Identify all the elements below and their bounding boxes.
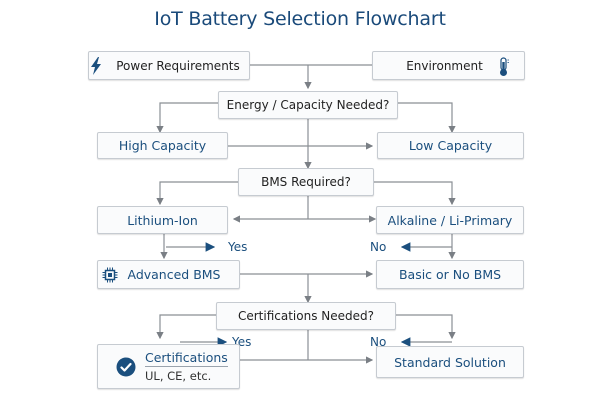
standard-solution-label: Standard Solution	[394, 354, 506, 370]
checkmark-circle-icon	[116, 357, 136, 377]
advanced-bms-label: Advanced BMS	[127, 267, 221, 282]
bms-required-question-node[interactable]: BMS Required?	[238, 168, 374, 196]
low-capacity-label: Low Capacity	[408, 138, 493, 153]
lithium-ion-label: Lithium-Ion	[127, 212, 198, 228]
certifications-sublabel: UL, CE, etc.	[145, 369, 212, 383]
basic-or-no-bms-node[interactable]: Basic or No BMS	[376, 260, 524, 289]
certifications-question-label: Certifications Needed?	[237, 309, 375, 323]
edge-bms-alkaline	[374, 181, 456, 206]
certifications-label: Certifications	[145, 350, 228, 367]
environment-label: Environment	[406, 58, 483, 73]
lithium-ion-node[interactable]: Lithium-Ion	[97, 206, 228, 234]
bms-required-question-label: BMS Required?	[261, 175, 351, 189]
edge-cert-left	[156, 314, 218, 340]
page-title: IoT Battery Selection Flowchart	[154, 8, 446, 30]
low-capacity-node[interactable]: Low Capacity	[377, 132, 524, 159]
alkaline-li-primary-node[interactable]: Alkaline / Li-Primary	[376, 206, 524, 234]
chip-icon	[102, 267, 118, 283]
standard-solution-node[interactable]: Standard Solution	[376, 346, 524, 378]
advanced-bms-node[interactable]: Advanced BMS	[97, 260, 240, 289]
bms-no-label: No	[370, 240, 387, 254]
certifications-question-node[interactable]: Certifications Needed?	[216, 302, 396, 330]
energy-capacity-question-node[interactable]: Energy / Capacity Needed?	[218, 91, 398, 119]
thermometer-icon	[498, 57, 510, 77]
bms-yes-label: Yes	[228, 240, 248, 254]
alkaline-li-primary-label: Alkaline / Li-Primary	[387, 212, 513, 228]
lightning-bolt-icon	[90, 56, 102, 75]
power-requirements-node[interactable]: Power Requirements	[88, 51, 250, 80]
high-capacity-label: High Capacity	[118, 138, 207, 153]
cert-no-label: No	[370, 335, 387, 349]
edge-cert-right	[396, 314, 456, 340]
high-capacity-node[interactable]: High Capacity	[97, 132, 228, 159]
basic-or-no-bms-label: Basic or No BMS	[398, 267, 502, 282]
certifications-node[interactable]: Certifications UL, CE, etc.	[97, 344, 240, 389]
edge-bms-lithium	[156, 181, 238, 206]
edge-energy-low	[398, 102, 456, 134]
power-requirements-label: Power Requirements	[116, 58, 240, 73]
environment-node[interactable]: Environment	[372, 51, 525, 80]
energy-capacity-question-label: Energy / Capacity Needed?	[226, 98, 390, 112]
edge-energy-high	[156, 102, 218, 134]
